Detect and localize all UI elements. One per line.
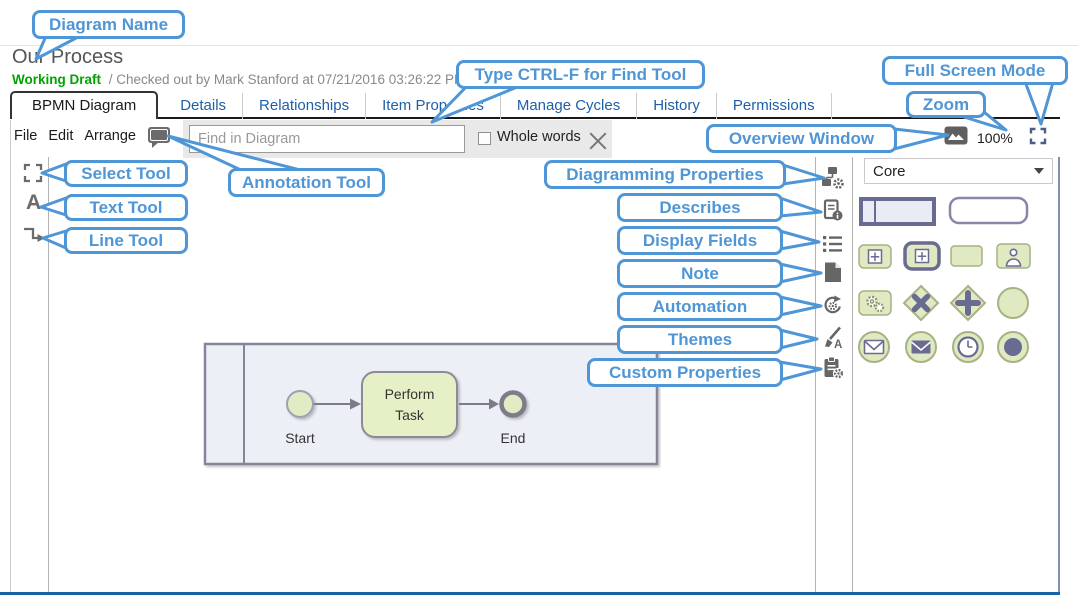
menu-bar: File Edit Arrange	[14, 128, 136, 144]
display-fields-icon[interactable]	[821, 232, 845, 256]
tab-item-properties[interactable]: Item Properties	[366, 93, 501, 119]
callout-automation: Automation	[617, 292, 783, 321]
end-event-label: End	[500, 430, 526, 446]
palette-shape-expanded-subprocess[interactable]	[903, 241, 941, 271]
themes-a-glyph: A	[834, 339, 842, 349]
palette-shape-collapsed-subprocess[interactable]	[858, 244, 892, 269]
palette-shape-parallel-gateway[interactable]	[949, 284, 987, 322]
start-event-label: Start	[285, 430, 315, 446]
callout-text-tool: Text Tool	[64, 194, 188, 221]
palette-shape-message-start-event[interactable]	[858, 331, 890, 363]
task-label: Perform Task	[384, 386, 435, 423]
palette-shape-pool[interactable]	[859, 197, 936, 226]
tab-bar: BPMN Diagram Details Relationships Item …	[10, 91, 832, 119]
callout-annotation-tool: Annotation Tool	[228, 168, 385, 197]
header-divider	[0, 45, 1078, 46]
sequence-flow-1[interactable]	[314, 398, 361, 410]
palette-shape-service-task[interactable]	[858, 290, 892, 316]
shape-group-selected: Core	[873, 162, 906, 180]
callout-full-screen-mode: Full Screen Mode	[882, 56, 1068, 85]
fullscreen-icon[interactable]	[1029, 127, 1047, 145]
close-find-icon[interactable]	[589, 130, 607, 150]
chevron-down-icon	[1034, 168, 1044, 174]
tab-history[interactable]: History	[637, 93, 717, 119]
describes-icon[interactable]	[821, 199, 845, 223]
whole-words-label: Whole words	[497, 129, 581, 145]
callout-overview-window: Overview Window	[706, 124, 897, 153]
palette-shape-rounded-rectangle[interactable]	[948, 196, 1029, 225]
status-detail: / Checked out by Mark Stanford at 07/21/…	[108, 72, 466, 87]
status-line: Working Draft / Checked out by Mark Stan…	[12, 72, 465, 87]
bottom-border	[0, 592, 1060, 595]
palette-shape-end-event[interactable]	[997, 331, 1029, 363]
annotation-tool-icon[interactable]	[146, 125, 172, 149]
overview-window-icon[interactable]	[944, 126, 968, 145]
shape-palette	[858, 196, 1031, 363]
whole-words-checkbox[interactable]	[478, 132, 491, 145]
sequence-flow-2[interactable]	[459, 398, 499, 410]
status-badge: Working Draft	[12, 72, 102, 87]
callout-diagram-name: Diagram Name	[32, 10, 185, 39]
menu-file[interactable]: File	[14, 128, 38, 144]
tab-details[interactable]: Details	[164, 93, 244, 119]
palette-shape-timer-event[interactable]	[952, 331, 984, 363]
callout-zoom: Zoom	[906, 91, 986, 118]
diagramming-properties-icon[interactable]	[821, 166, 845, 190]
diagram-canvas	[203, 342, 659, 466]
tab-bpmn-diagram[interactable]: BPMN Diagram	[10, 91, 159, 119]
callout-find-tool: Type CTRL-F for Find Tool	[456, 60, 705, 89]
tab-permissions[interactable]: Permissions	[717, 93, 832, 119]
find-input[interactable]	[189, 125, 465, 153]
right-strip-divider-right	[852, 157, 853, 593]
custom-properties-icon[interactable]	[821, 356, 845, 380]
palette-shape-user-task[interactable]	[996, 243, 1031, 269]
palette-shape-task[interactable]	[950, 245, 983, 267]
palette-shape-start-event[interactable]	[997, 287, 1029, 319]
find-toolbar: Whole words	[183, 120, 612, 158]
select-tool-icon[interactable]	[23, 163, 43, 183]
tab-relationships[interactable]: Relationships	[243, 93, 367, 119]
menu-edit[interactable]: Edit	[48, 128, 74, 144]
tool-strip-divider	[48, 157, 49, 593]
callout-note: Note	[617, 259, 783, 288]
right-border	[1058, 157, 1060, 593]
callout-display-fields: Display Fields	[617, 226, 783, 255]
note-icon[interactable]	[821, 261, 845, 285]
callout-diagramming-properties: Diagramming Properties	[544, 160, 786, 189]
page-title: Our Process	[12, 46, 124, 68]
tab-manage-cycles[interactable]: Manage Cycles	[501, 93, 638, 119]
menu-arrange[interactable]: Arrange	[84, 128, 136, 144]
task-shape[interactable]	[361, 371, 458, 438]
zoom-level[interactable]: 100%	[977, 130, 1013, 146]
left-border	[10, 120, 11, 593]
callout-describes: Describes	[617, 193, 783, 222]
callout-custom-properties: Custom Properties	[587, 358, 783, 387]
end-event-shape[interactable]	[499, 390, 527, 418]
palette-shape-message-throw-event[interactable]	[905, 331, 937, 363]
text-tool-icon[interactable]: A	[26, 191, 42, 214]
callout-select-tool: Select Tool	[64, 160, 188, 187]
automation-icon[interactable]	[821, 293, 845, 317]
right-strip-divider-left	[815, 157, 816, 593]
palette-shape-exclusive-gateway[interactable]	[902, 284, 940, 322]
themes-icon[interactable]: A	[821, 325, 845, 349]
start-event-shape[interactable]	[286, 390, 314, 418]
callout-themes: Themes	[617, 325, 783, 354]
line-tool-icon[interactable]	[22, 226, 47, 245]
tab-underline	[10, 117, 1060, 119]
callout-line-tool: Line Tool	[64, 227, 188, 254]
shape-group-dropdown[interactable]: Core	[864, 158, 1053, 184]
